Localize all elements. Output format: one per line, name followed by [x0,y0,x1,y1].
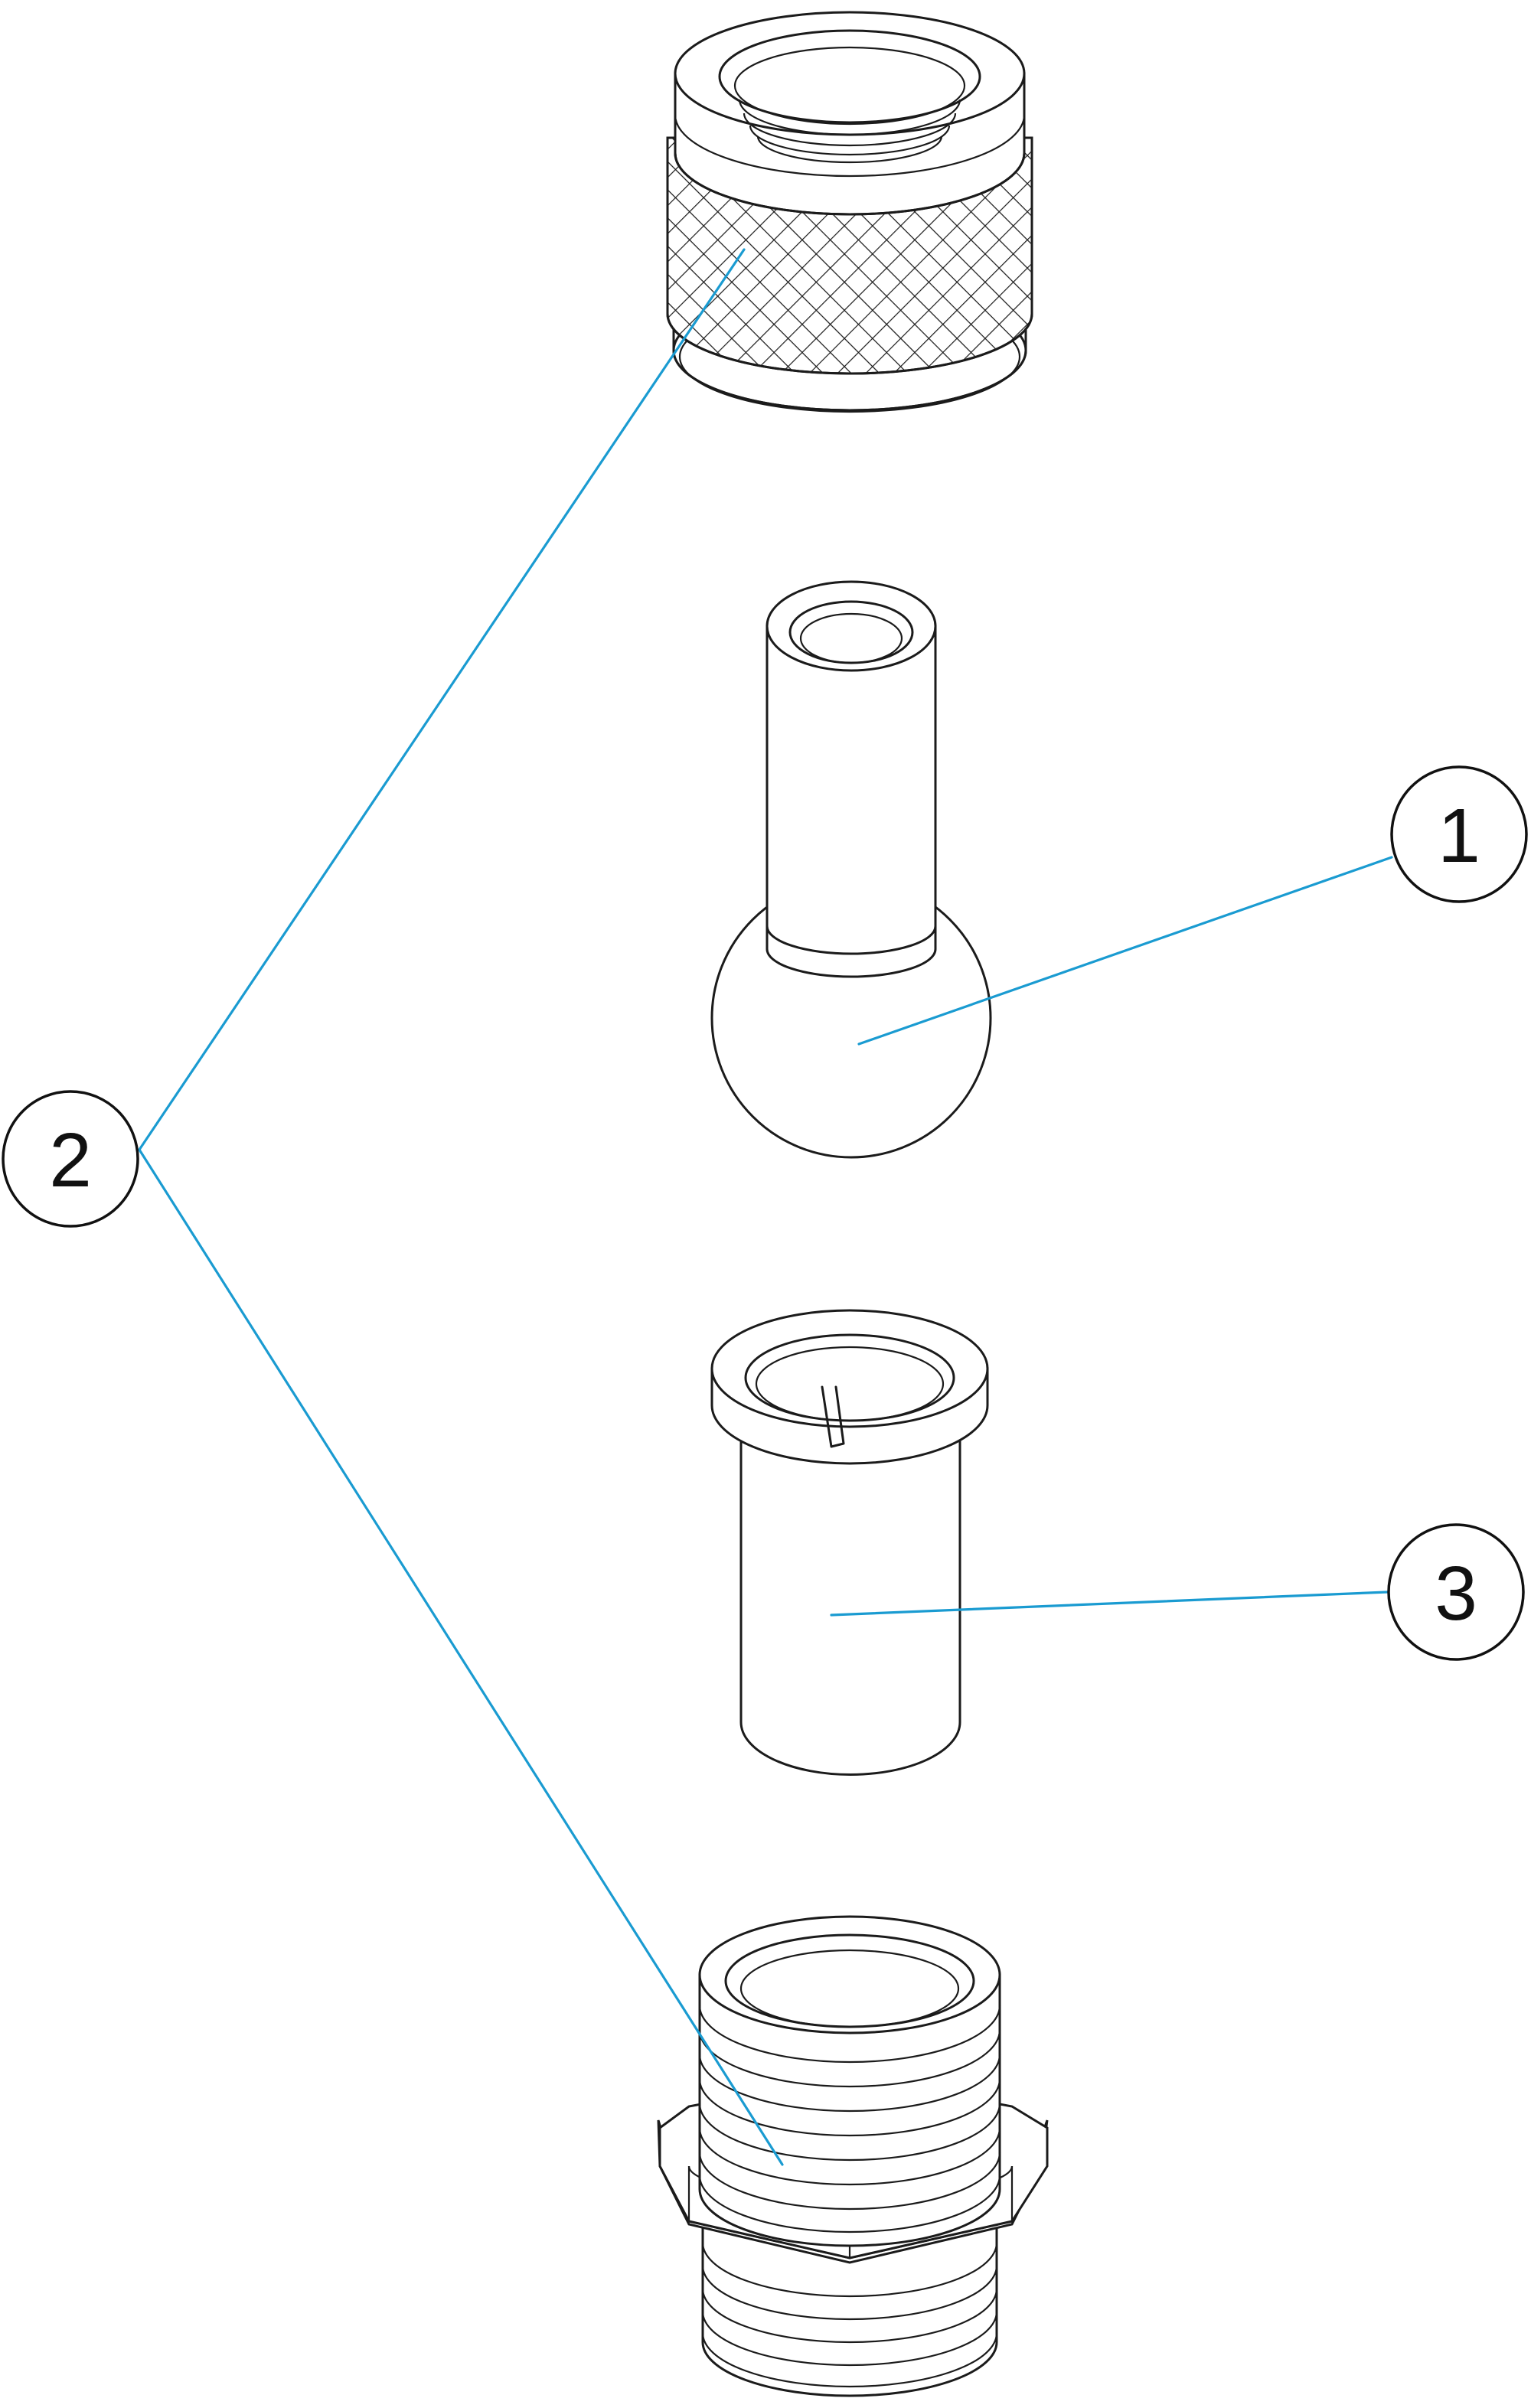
leader-callout-2-to-nut [138,248,746,1151]
callout-2-label: 2 [49,1118,92,1203]
callout-3-label: 3 [1435,1551,1477,1636]
callout-2: 2 [2,1090,139,1228]
knurled-nut [666,11,1033,413]
leader-lines [138,248,1393,2166]
threaded-hex-fitting [657,1915,1049,2397]
callout-1: 1 [1390,765,1528,903]
leader-callout-3 [830,1591,1389,1617]
leader-callout-2-to-fitting [138,1148,784,2166]
leader-callout-1 [857,856,1393,1046]
ball-stem [710,580,992,1159]
flanged-sleeve [710,1309,989,1776]
callout-1-label: 1 [1438,793,1480,879]
callout-3: 3 [1387,1523,1525,1661]
